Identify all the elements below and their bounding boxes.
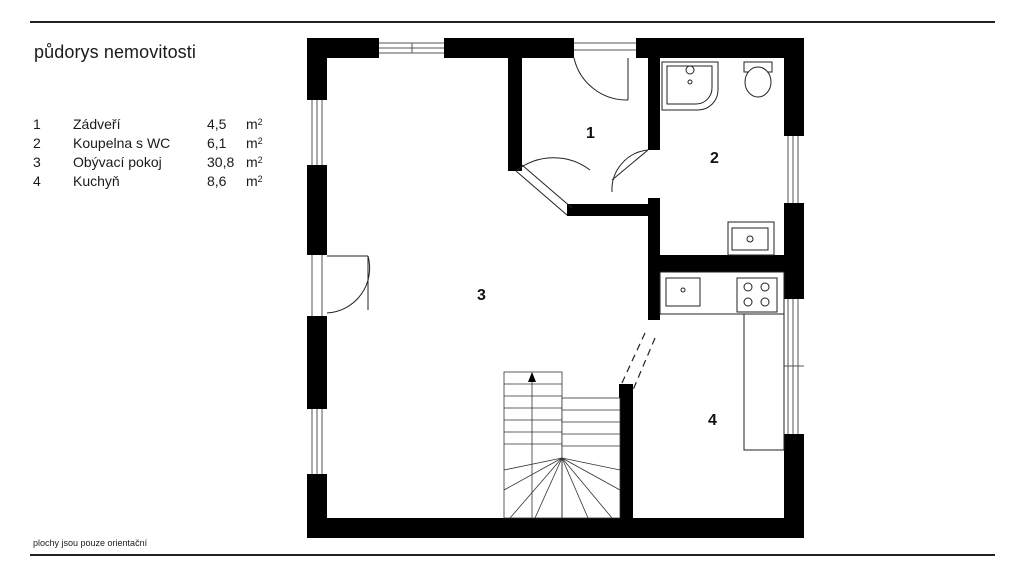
bottom-rule bbox=[30, 554, 995, 556]
legend-area: 30,8 bbox=[207, 154, 235, 170]
room-label-4: 4 bbox=[708, 412, 717, 429]
legend-number: 2 bbox=[33, 135, 41, 151]
legend-room-name: Obývací pokoj bbox=[73, 154, 162, 170]
walls bbox=[307, 38, 804, 538]
legend-unit: m2 bbox=[246, 154, 263, 170]
staircase bbox=[503, 371, 621, 519]
kitchen-counter bbox=[659, 271, 785, 451]
legend-room-name: Zádveří bbox=[73, 116, 121, 132]
legend-number: 3 bbox=[33, 154, 41, 170]
bathroom-fixtures bbox=[661, 61, 775, 256]
legend-unit: m2 bbox=[246, 116, 263, 132]
legend-area: 8,6 bbox=[207, 173, 227, 189]
page-title: půdorys nemovitosti bbox=[34, 42, 196, 62]
top-rule bbox=[30, 21, 995, 23]
room-label-3: 3 bbox=[477, 287, 486, 304]
legend-room-name: Kuchyň bbox=[73, 173, 120, 189]
legend-unit: m2 bbox=[246, 173, 263, 189]
legend-area: 4,5 bbox=[207, 116, 227, 132]
kitchen-opening bbox=[620, 332, 656, 391]
doors bbox=[326, 57, 649, 314]
room-label-1: 1 bbox=[586, 125, 595, 142]
legend-number: 1 bbox=[33, 116, 41, 132]
stair-direction-arrow bbox=[528, 372, 536, 382]
area-disclaimer: plochy jsou pouze orientační bbox=[33, 538, 148, 548]
legend-number: 4 bbox=[33, 173, 41, 189]
legend-area: 6,1 bbox=[207, 135, 227, 151]
legend-room-name: Koupelna s WC bbox=[73, 135, 171, 151]
legend-unit: m2 bbox=[246, 135, 263, 151]
room-label-2: 2 bbox=[710, 150, 719, 167]
windows bbox=[311, 42, 804, 476]
